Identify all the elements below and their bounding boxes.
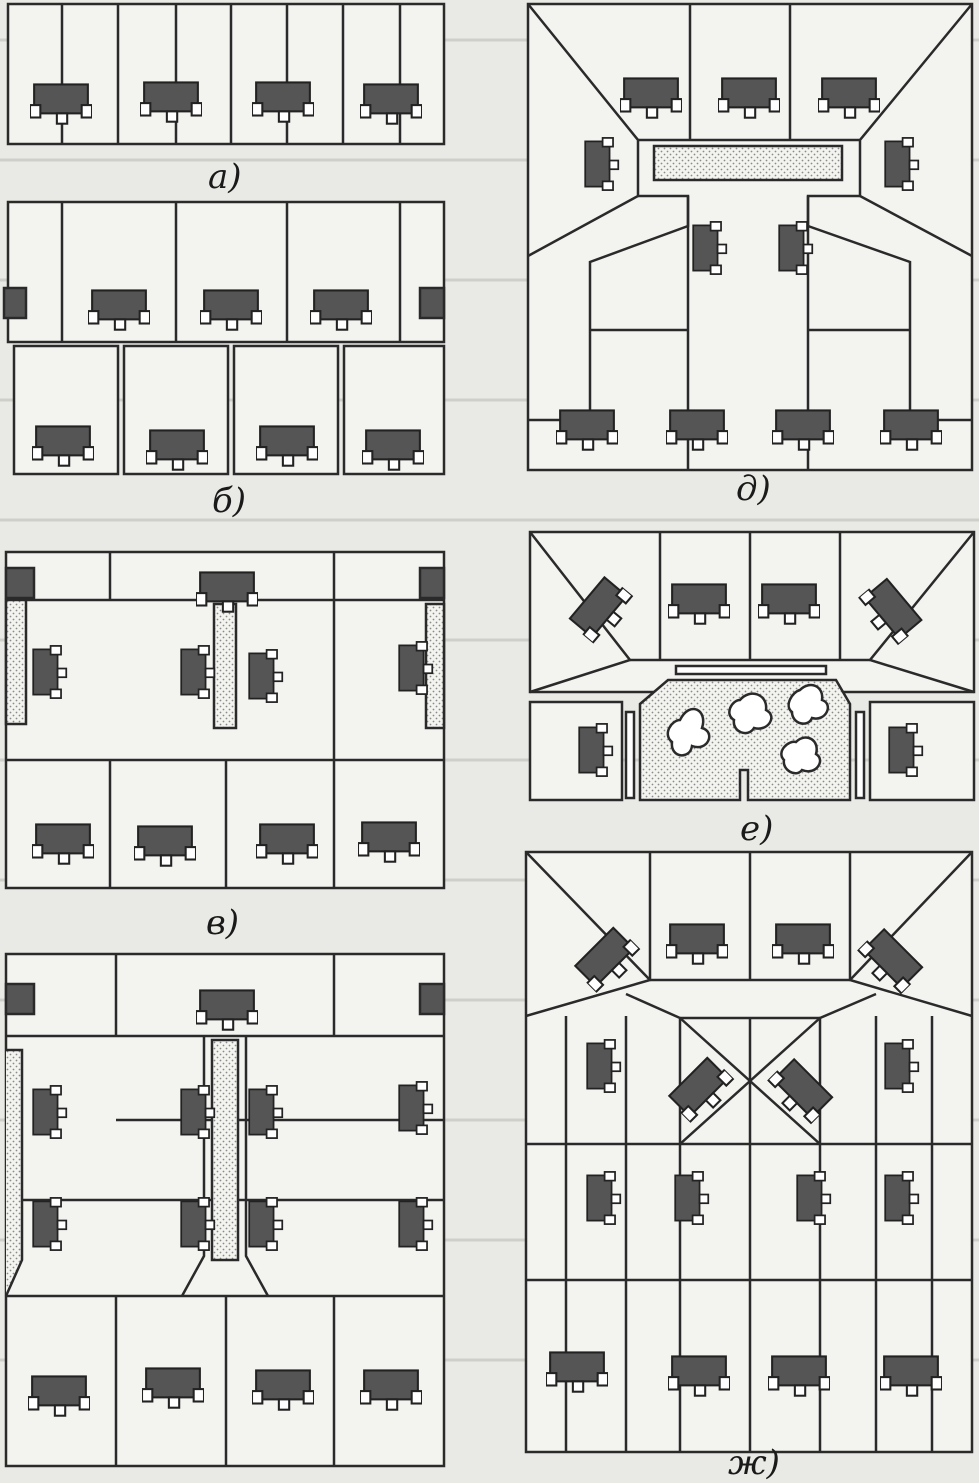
panel-b-label: б): [212, 481, 246, 521]
panel-zh-label: ж): [728, 1443, 780, 1483]
panel-e-label: е): [740, 809, 773, 849]
panel-a-label: а): [208, 157, 242, 197]
panel-d: [526, 2, 974, 472]
panel-v: [4, 550, 446, 890]
panel-b: [2, 200, 446, 476]
panel-a: [6, 2, 446, 146]
panel-d-label: д): [736, 469, 771, 509]
panel-g: [4, 952, 446, 1468]
panel-zh: [524, 850, 974, 1454]
panel-v-label: в): [206, 903, 239, 943]
panel-e: [528, 530, 976, 802]
